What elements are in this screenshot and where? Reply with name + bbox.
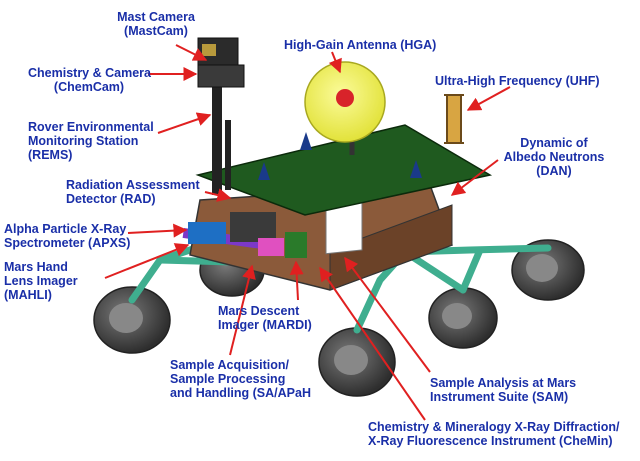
arrow-mahli xyxy=(104,243,190,279)
arrow-apxs xyxy=(127,223,188,238)
label-uhf: Ultra-High Frequency (UHF) xyxy=(435,74,600,88)
high-gain-antenna xyxy=(304,61,386,155)
label-chemin: Chemistry & Mineralogy X-Ray Diffraction… xyxy=(368,420,620,448)
label-mastcam: Mast Camera(MastCam) xyxy=(117,10,195,38)
arrow-mastcam xyxy=(175,44,208,61)
chemcam-box xyxy=(197,64,245,88)
mast xyxy=(197,37,245,195)
label-chemcam: Chemistry & Camera(ChemCam) xyxy=(28,66,151,94)
wheel-mid-right xyxy=(428,287,498,349)
pointer-arrows xyxy=(104,44,511,421)
arrow-dan xyxy=(450,159,499,196)
arrow-uhf xyxy=(466,86,511,111)
arrow-rems xyxy=(157,112,212,134)
arrow-rad xyxy=(204,188,232,202)
arrow-mardi xyxy=(289,260,304,301)
rover-body xyxy=(189,184,453,291)
wheel-front-left xyxy=(93,286,171,354)
uhf-antenna xyxy=(444,94,464,144)
wheels xyxy=(93,239,585,397)
arrow-hga xyxy=(328,51,342,74)
deck-details xyxy=(258,132,422,180)
wheel-front-right xyxy=(318,327,396,397)
label-hga: High-Gain Antenna (HGA) xyxy=(284,38,437,52)
wheel-rear-right xyxy=(511,239,585,301)
arrow-chemin xyxy=(319,266,426,421)
arrow-sa xyxy=(229,264,256,356)
arrow-sam xyxy=(344,256,431,373)
robotic-arm xyxy=(182,212,307,258)
